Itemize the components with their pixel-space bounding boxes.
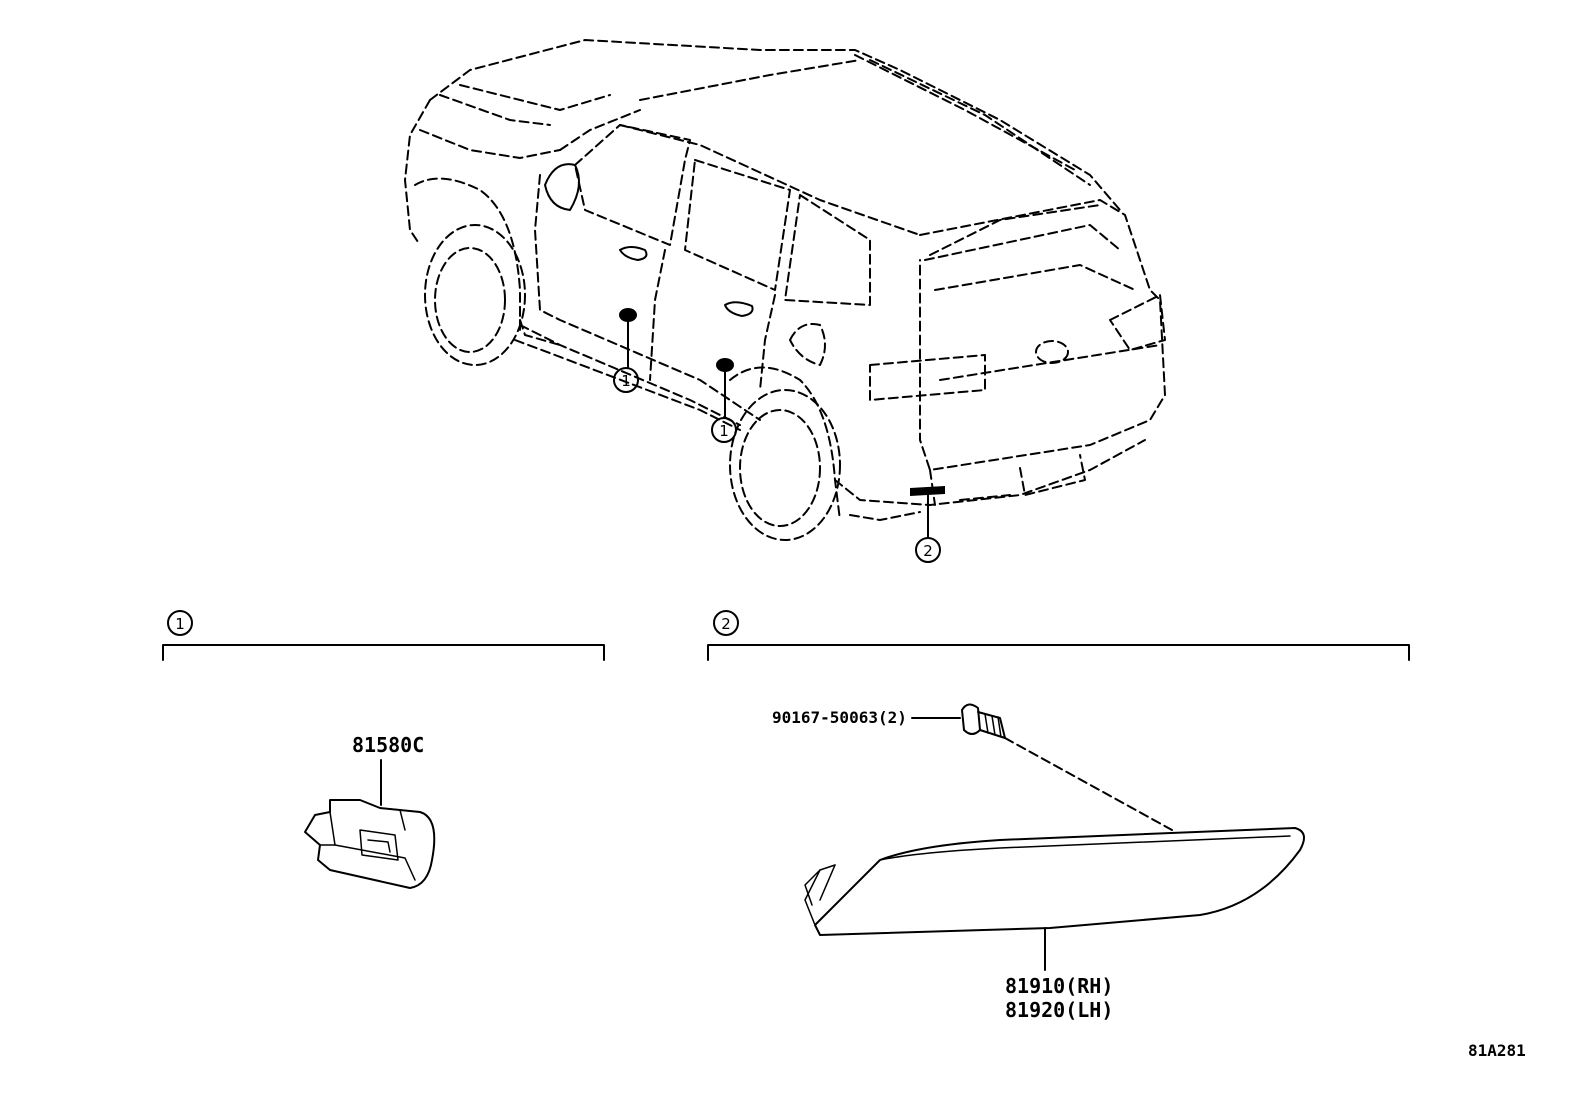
- section-2-header: 2: [707, 610, 1410, 661]
- diagram-reference-code: 81A281: [1468, 1041, 1526, 1060]
- vehicle-illustration: [404, 39, 1166, 541]
- part-number-sensor: 81580C: [352, 733, 424, 757]
- rear-reflector-part: [804, 827, 1305, 936]
- section-1-header: 1: [162, 610, 605, 661]
- svg-text:1: 1: [621, 372, 631, 390]
- svg-text:1: 1: [719, 422, 729, 440]
- callout-2: 2: [915, 537, 941, 563]
- sensor-mount-rear: [716, 358, 734, 372]
- sensor-mount-front: [619, 308, 637, 322]
- svg-text:2: 2: [923, 542, 933, 560]
- bolt-part: [961, 703, 1006, 739]
- callout-1-front: 1: [613, 367, 639, 393]
- svg-text:2: 2: [721, 615, 731, 633]
- part-number-reflector-lh: 81920(LH): [1005, 998, 1113, 1022]
- part-number-bolt: 90167-50063(2): [772, 708, 907, 727]
- part-number-reflector-rh: 81910(RH): [1005, 974, 1113, 998]
- reflector-mount: [910, 486, 945, 496]
- parking-sensor-part: [304, 759, 436, 889]
- callout-1-rear: 1: [711, 417, 737, 443]
- svg-text:1: 1: [175, 615, 185, 633]
